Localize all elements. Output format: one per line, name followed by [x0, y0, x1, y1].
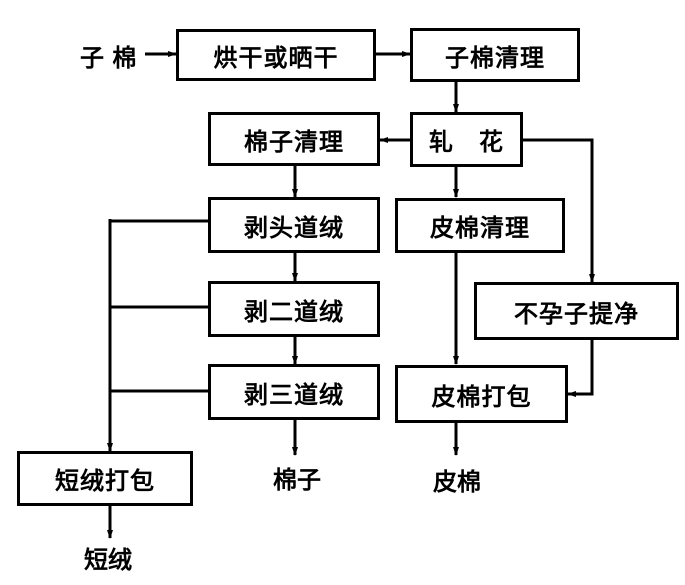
- node-third-delint-label: 剥三道绒: [244, 380, 344, 409]
- node-third-delint: 剥三道绒: [208, 364, 380, 420]
- node-lint-baling-label: 皮棉打包: [431, 382, 532, 411]
- edge-ginning-immature: [523, 138, 595, 283]
- output-lint: 皮棉: [433, 468, 481, 496]
- node-first-delint: 剥头道绒: [208, 197, 380, 253]
- node-drying-label: 烘干或晒干: [213, 43, 339, 72]
- node-immature-seed-recovery: 不孕子提净: [474, 282, 679, 340]
- output-cottonseed: 棉子: [273, 466, 321, 494]
- node-linter-baling-label: 短绒打包: [55, 467, 155, 495]
- node-seed-cotton-cleaning-label: 子棉清理: [445, 43, 545, 72]
- node-cottonseed-cleaning: 棉子清理: [208, 112, 380, 166]
- node-ginning: 轧 花: [410, 112, 523, 167]
- output-linters: 短绒: [84, 546, 132, 574]
- node-seed-cotton-cleaning: 子棉清理: [410, 28, 580, 82]
- node-first-delint-label: 剥头道绒: [244, 213, 344, 242]
- node-immature-seed-recovery-label: 不孕子提净: [514, 299, 639, 328]
- node-lint-cleaning-label: 皮棉清理: [430, 214, 530, 242]
- node-ginning-label: 轧 花: [429, 128, 504, 156]
- node-second-delint-label: 剥二道绒: [244, 297, 344, 326]
- node-second-delint: 剥二道绒: [208, 281, 380, 337]
- edge-immature-lintbale: [567, 340, 594, 397]
- node-lint-baling: 皮棉打包: [395, 365, 568, 423]
- node-linter-baling: 短绒打包: [17, 451, 193, 506]
- node-cottonseed-cleaning-label: 棉子清理: [244, 127, 344, 156]
- node-drying: 烘干或晒干: [176, 29, 376, 81]
- input-seed-cotton: 子 棉: [80, 44, 137, 72]
- node-lint-cleaning: 皮棉清理: [395, 198, 565, 253]
